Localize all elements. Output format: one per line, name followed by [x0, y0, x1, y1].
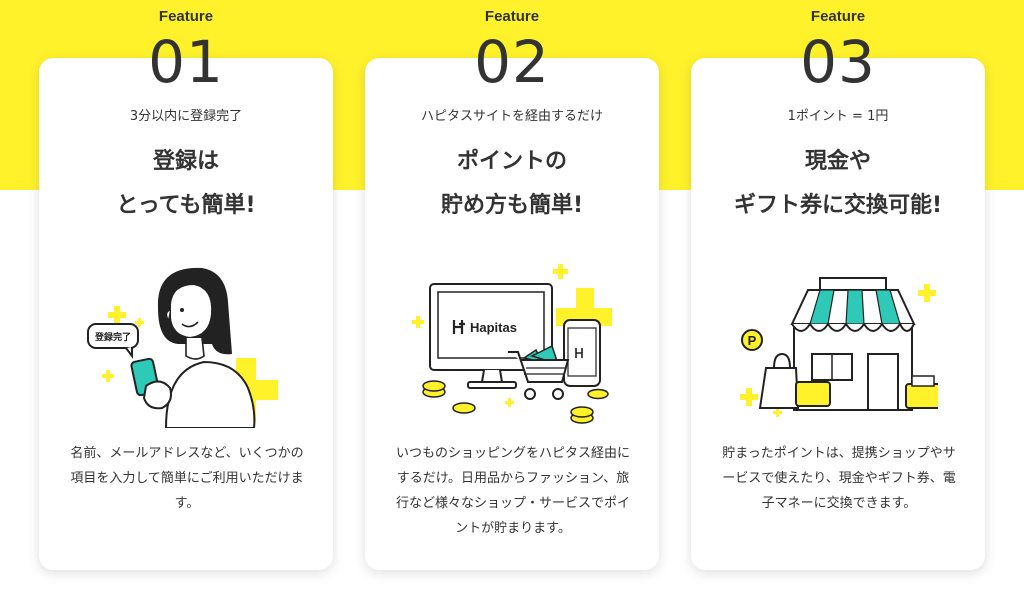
feature-description: 貯まったポイントは、提携ショップやサービスで使えたり、現金やギフト券、電子マネー… [722, 446, 956, 511]
feature-number: 01 [148, 28, 224, 96]
feature-subtitle: ハピタスサイトを経由するだけ [420, 109, 603, 124]
feature-heading-01: Feature 01 [39, 0, 333, 100]
feature-card-02: ハピタスサイトを経由するだけ ポイントの 貯め方も簡単! Hapitas [365, 58, 659, 570]
feature-label: Feature [484, 8, 540, 25]
shop-storefront-illustration: P [740, 277, 938, 417]
feature-heading-03: Feature 03 [691, 0, 985, 100]
feature-subtitle: 1ポイント = 1円 [787, 109, 889, 124]
shopping-monitor-illustration: Hapitas [412, 264, 612, 424]
feature-card-03: 1ポイント = 1円 現金や ギフト券に交換可能! P 貯まったポイントは、提携… [691, 58, 985, 570]
headline-line: ギフト券に交換可能! [733, 193, 943, 218]
feature-description: 名前、メールアドレスなど、いくつかの項目を入力して簡単にご利用いただけます。 [70, 446, 304, 511]
point-coin-text: P [748, 333, 757, 348]
feature-subtitle: 3分以内に登録完了 [129, 109, 243, 124]
feature-number: 03 [800, 28, 876, 96]
headline-line: ポイントの [456, 149, 567, 174]
headline-line: 貯め方も簡単! [440, 193, 584, 218]
feature-headline: 登録は とっても簡単! [39, 140, 333, 228]
feature-label: Feature [810, 8, 866, 25]
feature-description: いつものショッピングをハピタス経由にするだけ。日用品からファッション、旅行など様… [395, 446, 630, 536]
headline-line: 登録は [152, 149, 219, 174]
woman-with-phone-illustration: 登録完了 [87, 267, 278, 428]
feature-heading-02: Feature 02 [365, 0, 659, 100]
headline-line: とっても簡単! [116, 193, 256, 218]
feature-number: 02 [474, 28, 550, 96]
headline-line: 現金や [804, 149, 871, 174]
feature-label: Feature [158, 8, 214, 25]
feature-card-01: 3分以内に登録完了 登録は とっても簡単! 登録完了 名前、メールアドレスなど、… [39, 58, 333, 570]
feature-headline: 現金や ギフト券に交換可能! [691, 140, 985, 228]
hapitas-logo-text: Hapitas [470, 320, 517, 335]
feature-headline: ポイントの 貯め方も簡単! [365, 140, 659, 228]
bubble-text: 登録完了 [94, 331, 131, 343]
